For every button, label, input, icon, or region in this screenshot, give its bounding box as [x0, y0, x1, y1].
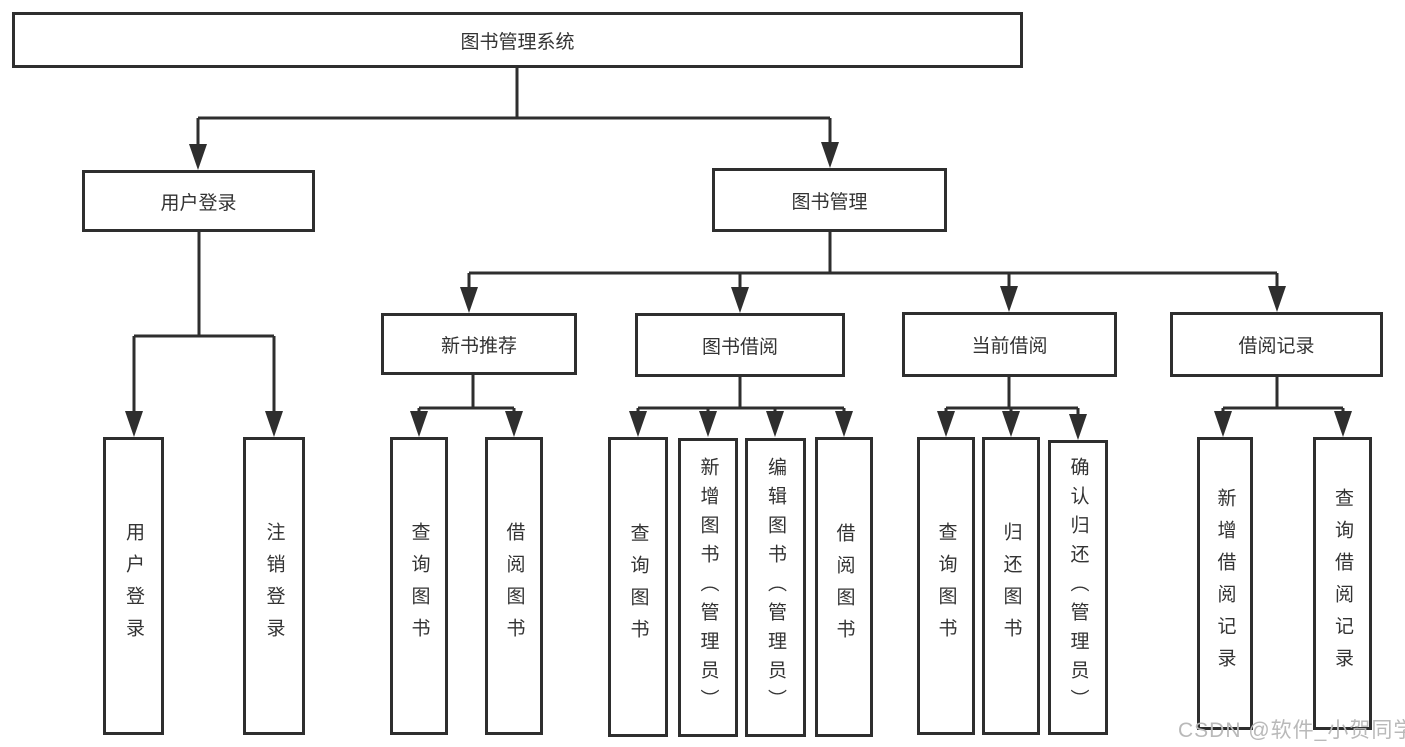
leaf-edit-book-admin: 编辑图书（管理员） [745, 438, 806, 737]
connector-root-to-level2 [189, 68, 839, 170]
connector-borrow-record-children [1214, 377, 1352, 437]
leaf-user-login: 用户登录 [103, 437, 164, 735]
leaf-borrow-books: 借阅图书 [815, 437, 873, 737]
node-new-book-recommend: 新书推荐 [381, 313, 577, 375]
leaf-add-borrow-record: 新增借阅记录 [1197, 437, 1253, 730]
leaf-edit-book-admin-label: 编辑图书（管理员） [765, 457, 786, 718]
node-borrow-record: 借阅记录 [1170, 312, 1383, 377]
node-book-management: 图书管理 [712, 168, 947, 232]
node-current-borrow-label: 当前借阅 [971, 336, 1048, 357]
leaf-query-books-recommend: 查询图书 [390, 437, 448, 735]
connector-book-borrow-children [629, 377, 853, 437]
node-root-label: 图书管理系统 [460, 31, 575, 53]
leaf-query-books-borrow: 查询图书 [608, 437, 668, 737]
leaf-confirm-return-admin-label: 确认归还（管理员） [1067, 457, 1089, 718]
connector-book-management-children [460, 232, 1286, 313]
node-book-borrow: 图书借阅 [635, 313, 845, 377]
node-current-borrow: 当前借阅 [902, 312, 1117, 377]
node-user-login-label: 用户登录 [160, 192, 237, 214]
node-new-book-recommend-label: 新书推荐 [440, 335, 517, 357]
leaf-borrow-books-recommend: 借阅图书 [485, 437, 543, 735]
leaf-confirm-return-admin: 确认归还（管理员） [1048, 440, 1108, 735]
leaf-logout: 注销登录 [243, 437, 305, 735]
leaf-query-borrow-record: 查询借阅记录 [1313, 437, 1372, 730]
connector-new-book-recommend-children [410, 375, 523, 437]
node-book-borrow-label: 图书借阅 [701, 336, 778, 358]
leaf-query-books-current-label: 查询图书 [935, 522, 957, 650]
leaf-query-borrow-record-label: 查询借阅记录 [1332, 487, 1353, 680]
node-user-login: 用户登录 [82, 170, 315, 232]
leaf-add-book-admin: 新增图书（管理员） [678, 438, 738, 737]
connector-user-login-children [125, 232, 283, 437]
connector-current-borrow-children [937, 377, 1087, 440]
leaf-add-borrow-record-label: 新增借阅记录 [1214, 487, 1236, 680]
leaf-borrow-books-label: 借阅图书 [833, 523, 855, 651]
node-book-management-label: 图书管理 [791, 191, 868, 213]
node-root: 图书管理系统 [12, 12, 1023, 68]
leaf-query-books-current: 查询图书 [917, 437, 975, 735]
leaf-query-books-borrow-label: 查询图书 [627, 523, 649, 651]
leaf-query-books-recommend-label: 查询图书 [408, 522, 430, 650]
node-borrow-record-label: 借阅记录 [1238, 336, 1315, 357]
watermark: CSDN @软件_小贺同学 [1178, 719, 1405, 742]
leaf-return-book: 归还图书 [982, 437, 1040, 735]
leaf-logout-label: 注销登录 [263, 522, 285, 650]
leaf-borrow-books-recommend-label: 借阅图书 [503, 522, 525, 650]
leaf-add-book-admin-label: 新增图书（管理员） [697, 457, 719, 718]
leaf-return-book-label: 归还图书 [1000, 522, 1022, 650]
leaf-user-login-label: 用户登录 [123, 522, 144, 650]
